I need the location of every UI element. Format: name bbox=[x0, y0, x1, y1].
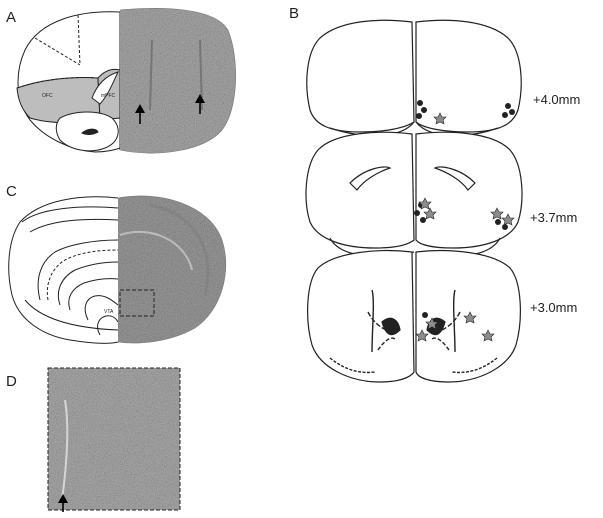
section-3-0mm bbox=[307, 249, 521, 383]
region-label-ofc: OFC bbox=[42, 93, 53, 99]
panel-a-schematic bbox=[16, 11, 121, 153]
section-label-3-7mm: +3.7mm bbox=[530, 210, 577, 225]
lesion-markers bbox=[414, 100, 515, 342]
panel-b-letter: B bbox=[289, 5, 299, 22]
panel-d-arrow bbox=[58, 494, 68, 512]
panel-a-arrow-right bbox=[195, 94, 205, 114]
panel-c-schematic bbox=[8, 196, 119, 344]
panel-c-letter: C bbox=[6, 183, 17, 200]
region-label-mpfc: mPFC bbox=[101, 93, 116, 99]
section-4-0mm bbox=[306, 19, 522, 137]
panel-c-histology bbox=[118, 195, 226, 344]
panel-a-arrow-left bbox=[135, 104, 145, 124]
panel-a-histology bbox=[120, 8, 236, 154]
panel-a: A OFC mPFC bbox=[6, 8, 236, 154]
section-label-3-0mm: +3.0mm bbox=[530, 300, 577, 315]
section-label-4-0mm: +4.0mm bbox=[533, 92, 580, 107]
panel-c: C VTA bbox=[6, 183, 227, 344]
panel-d-letter: D bbox=[6, 373, 17, 390]
panel-b: B bbox=[289, 5, 580, 383]
panel-a-letter: A bbox=[6, 9, 16, 26]
panel-d: D bbox=[6, 367, 181, 512]
panel-d-frame bbox=[47, 367, 181, 511]
region-label-vta: VTA bbox=[104, 309, 114, 315]
panel-d-histology bbox=[48, 368, 180, 510]
section-3-7mm bbox=[305, 131, 523, 257]
